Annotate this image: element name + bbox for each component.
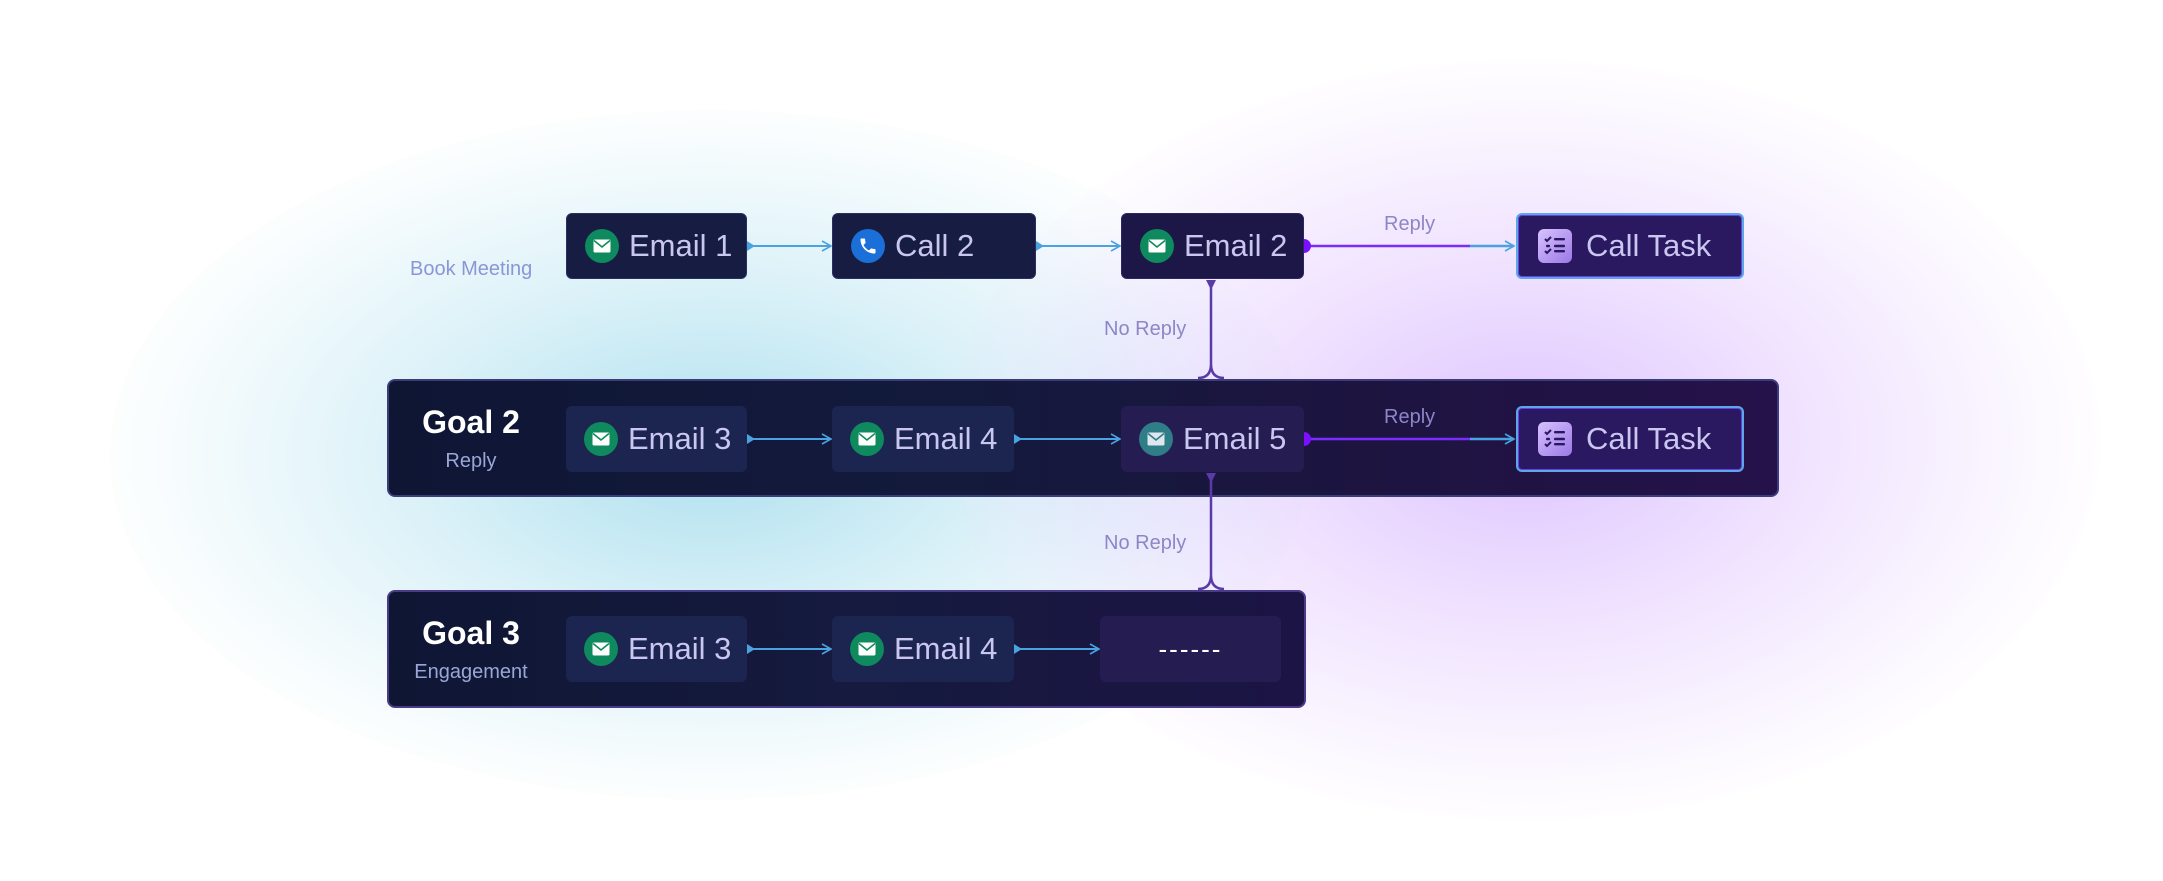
node-label: Email 5 <box>1183 421 1287 456</box>
mail-icon <box>850 632 884 666</box>
edge-label-reply: Reply <box>1384 406 1436 428</box>
node-email-3[interactable]: Email 3 <box>566 406 747 472</box>
node-label: Call Task <box>1586 228 1712 263</box>
node-label: Email 2 <box>1184 228 1288 263</box>
edge-email1-call2 <box>747 240 833 252</box>
node-label: Email 4 <box>894 631 998 666</box>
node-label: Email 3 <box>628 421 732 456</box>
node-email-4[interactable]: Email 4 <box>832 616 1014 682</box>
node-label: Call 2 <box>895 228 975 263</box>
checklist-icon <box>1538 422 1572 456</box>
node-call-task[interactable]: Call Task <box>1516 406 1744 472</box>
mail-icon <box>1140 229 1174 263</box>
edge-email2-call-task <box>1297 239 1516 253</box>
edge-email3-email4-g2 <box>747 433 833 445</box>
edge-email5-call-task <box>1297 432 1516 446</box>
node-label: Call Task <box>1586 421 1712 456</box>
edge-email4-placeholder-g3 <box>1014 643 1101 655</box>
node-email-5[interactable]: Email 5 <box>1121 406 1304 472</box>
goal-title: Goal 3 <box>422 615 520 651</box>
edge-label-reply: Reply <box>1384 213 1436 235</box>
edge-email2-goal2 <box>1197 280 1225 380</box>
node-email-3[interactable]: Email 3 <box>566 616 747 682</box>
node-label: Email 1 <box>629 228 733 263</box>
edge-email5-goal3 <box>1197 473 1225 591</box>
placeholder-dashes: ------ <box>1158 633 1223 664</box>
mail-icon <box>584 632 618 666</box>
edge-email3-email4-g3 <box>747 643 833 655</box>
node-email-2[interactable]: Email 2 <box>1121 213 1304 279</box>
mail-icon <box>584 422 618 456</box>
node-call-2[interactable]: Call 2 <box>832 213 1036 279</box>
mail-icon <box>850 422 884 456</box>
edge-label-no-reply: No Reply <box>1104 532 1187 554</box>
edge-email4-email5-g2 <box>1014 433 1122 445</box>
node-label: Email 3 <box>628 631 732 666</box>
node-placeholder[interactable]: ------ <box>1100 616 1281 682</box>
node-email-1[interactable]: Email 1 <box>566 213 747 279</box>
edge-call2-email2 <box>1036 240 1122 252</box>
goal-subtitle: Reply <box>445 450 497 472</box>
row-label-book-meeting: Book Meeting <box>410 258 533 280</box>
goal-subtitle: Engagement <box>414 661 528 683</box>
phone-icon <box>851 229 885 263</box>
mail-icon <box>585 229 619 263</box>
checklist-icon <box>1538 229 1572 263</box>
node-label: Email 4 <box>894 421 998 456</box>
goal-title: Goal 2 <box>422 404 520 440</box>
mail-icon <box>1139 422 1173 456</box>
node-call-task[interactable]: Call Task <box>1516 213 1744 279</box>
edge-label-no-reply: No Reply <box>1104 318 1187 340</box>
node-email-4[interactable]: Email 4 <box>832 406 1014 472</box>
